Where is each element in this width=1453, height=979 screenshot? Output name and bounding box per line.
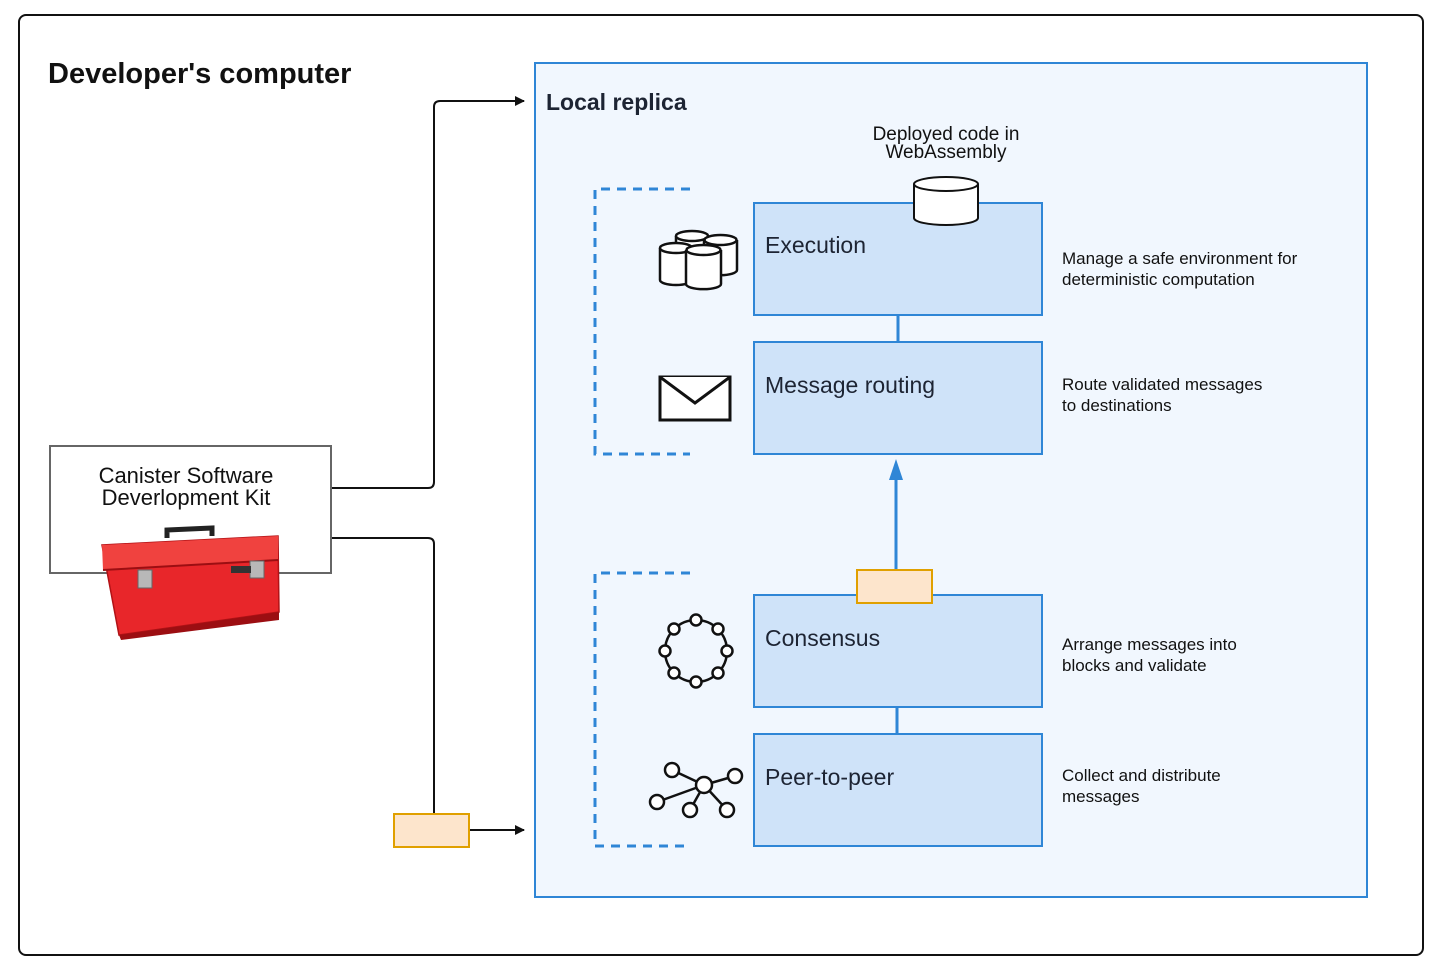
developer-computer-frame (18, 14, 1424, 956)
message-routing-label: Message routing (765, 372, 936, 398)
peer-to-peer-label: Peer-to-peer (765, 764, 895, 790)
wasm-label-line1: Deployed code in (872, 124, 1020, 145)
network-graph-icon (648, 761, 744, 819)
envelope-icon (658, 375, 732, 422)
peer-to-peer-desc-line2: messages (1062, 787, 1140, 806)
consensus-label: Consensus (765, 625, 881, 651)
execution-label: Execution (765, 232, 867, 258)
wasm-label-line2: WebAssembly (885, 142, 1007, 163)
peer-to-peer-layer: Peer-to-peer (753, 733, 1043, 847)
consensus-to-routing-arrowhead (889, 459, 903, 480)
execution-description: Manage a safe environment for determinis… (1062, 248, 1297, 290)
peer-to-peer-description: Collect and distribute messages (1062, 765, 1221, 807)
message-routing-desc-line2: to destinations (1062, 396, 1172, 415)
upper-group-bracket (593, 187, 690, 456)
message-routing-layer: Message routing (753, 341, 1043, 455)
local-replica-title: Local replica (546, 89, 687, 115)
message-token-lower (393, 813, 470, 848)
ring-network-icon (658, 613, 734, 689)
sdk-to-replica-connector-bottom (332, 537, 435, 813)
red-toolbox-image (101, 525, 280, 640)
execution-desc-line2: deterministic computation (1062, 270, 1255, 289)
message-token-upper (856, 569, 933, 604)
sdk-label: Canister Software Deverlopment Kit (52, 465, 320, 509)
consensus-desc-line1: Arrange messages into (1062, 635, 1237, 654)
consensus-layer: Consensus (753, 594, 1043, 708)
sdk-label-line2: Deverlopment Kit (101, 485, 271, 510)
wasm-cylinder-icon (913, 176, 979, 226)
consensus-description: Arrange messages into blocks and validat… (1062, 634, 1237, 676)
developer-computer-title: Developer's computer (48, 58, 352, 90)
database-stack-icon (658, 229, 739, 291)
sdk-label-line1: Canister Software (98, 463, 274, 488)
execution-layer: Execution (753, 202, 1043, 316)
message-routing-desc-line1: Route validated messages (1062, 375, 1263, 394)
lower-group-bracket (593, 571, 690, 848)
wasm-label: Deployed code in WebAssembly (846, 124, 1046, 163)
peer-to-peer-desc-line1: Collect and distribute (1062, 766, 1221, 785)
execution-desc-line1: Manage a safe environment for (1062, 249, 1298, 268)
consensus-desc-line2: blocks and validate (1062, 656, 1207, 675)
message-routing-description: Route validated messages to destinations (1062, 374, 1262, 416)
sdk-to-replica-connector-top (332, 96, 525, 489)
